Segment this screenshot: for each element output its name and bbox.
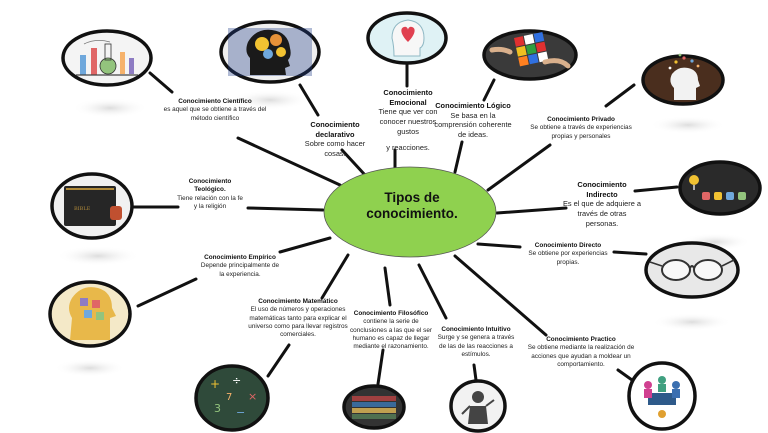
center-ellipse (323, 166, 497, 258)
svg-text:+: + (210, 377, 220, 391)
books-icon (342, 384, 406, 430)
svg-text:BIBLE: BIBLE (74, 206, 91, 212)
rubik-cube-icon (482, 29, 578, 81)
bible-icon: BIBLE (50, 172, 134, 240)
label-filosofico: Conocimiento Filosófico contiene la seri… (349, 310, 433, 351)
connector-lines (132, 63, 679, 386)
puzzle-head-icon (48, 280, 132, 348)
lightbulbs-icon (678, 160, 762, 216)
label-declarativo: Conocimiento declarativo Sobre como hace… (304, 120, 366, 158)
svg-text:÷: ÷ (232, 374, 241, 387)
label-practico: Conocimiento Practico Se obtiene mediant… (527, 336, 635, 368)
team-table-icon (627, 361, 697, 431)
label-teologico: Conocimiento Teológico. Tiene relación c… (177, 178, 243, 210)
svg-text:3: 3 (214, 402, 221, 415)
math-symbols-icon: + ÷ × 3 − 7 (194, 364, 270, 432)
label-intuitivo: Conocimiento Intuitivo Surge y se genera… (437, 326, 515, 358)
svg-text:×: × (248, 390, 257, 403)
person-thinking-icon (449, 379, 507, 433)
label-matematico: Conocimiento Matemático El uso de número… (248, 298, 348, 339)
glasses-icon (644, 241, 740, 299)
label-privado: Conocimiento Privado Se obtiene a través… (530, 116, 632, 140)
label-logico: Conocimiento Lógico Se basa en la compre… (434, 101, 512, 139)
center-title: Tipos de conocimiento. (366, 190, 458, 221)
label-directo: Conocimiento Directo Se obtiene por expe… (528, 242, 608, 266)
heart-head-icon (366, 11, 448, 65)
svg-text:−: − (236, 406, 245, 419)
head-ideas-icon (641, 53, 725, 106)
image-shadows (54, 90, 751, 377)
label-empirico: Conocimiento Empírico Depende principalm… (200, 254, 280, 278)
laboratory-icon (61, 29, 153, 87)
label-emocional: Conocimiento Emocional Tiene que ver con… (378, 88, 438, 153)
svg-text:7: 7 (226, 392, 232, 403)
label-indirecto: Conocimiento Indirecto Es el que de adqu… (562, 180, 642, 228)
head-profile-icon (219, 20, 321, 84)
label-cientifico: Conocimiento Científico es aquel que se … (163, 98, 267, 122)
